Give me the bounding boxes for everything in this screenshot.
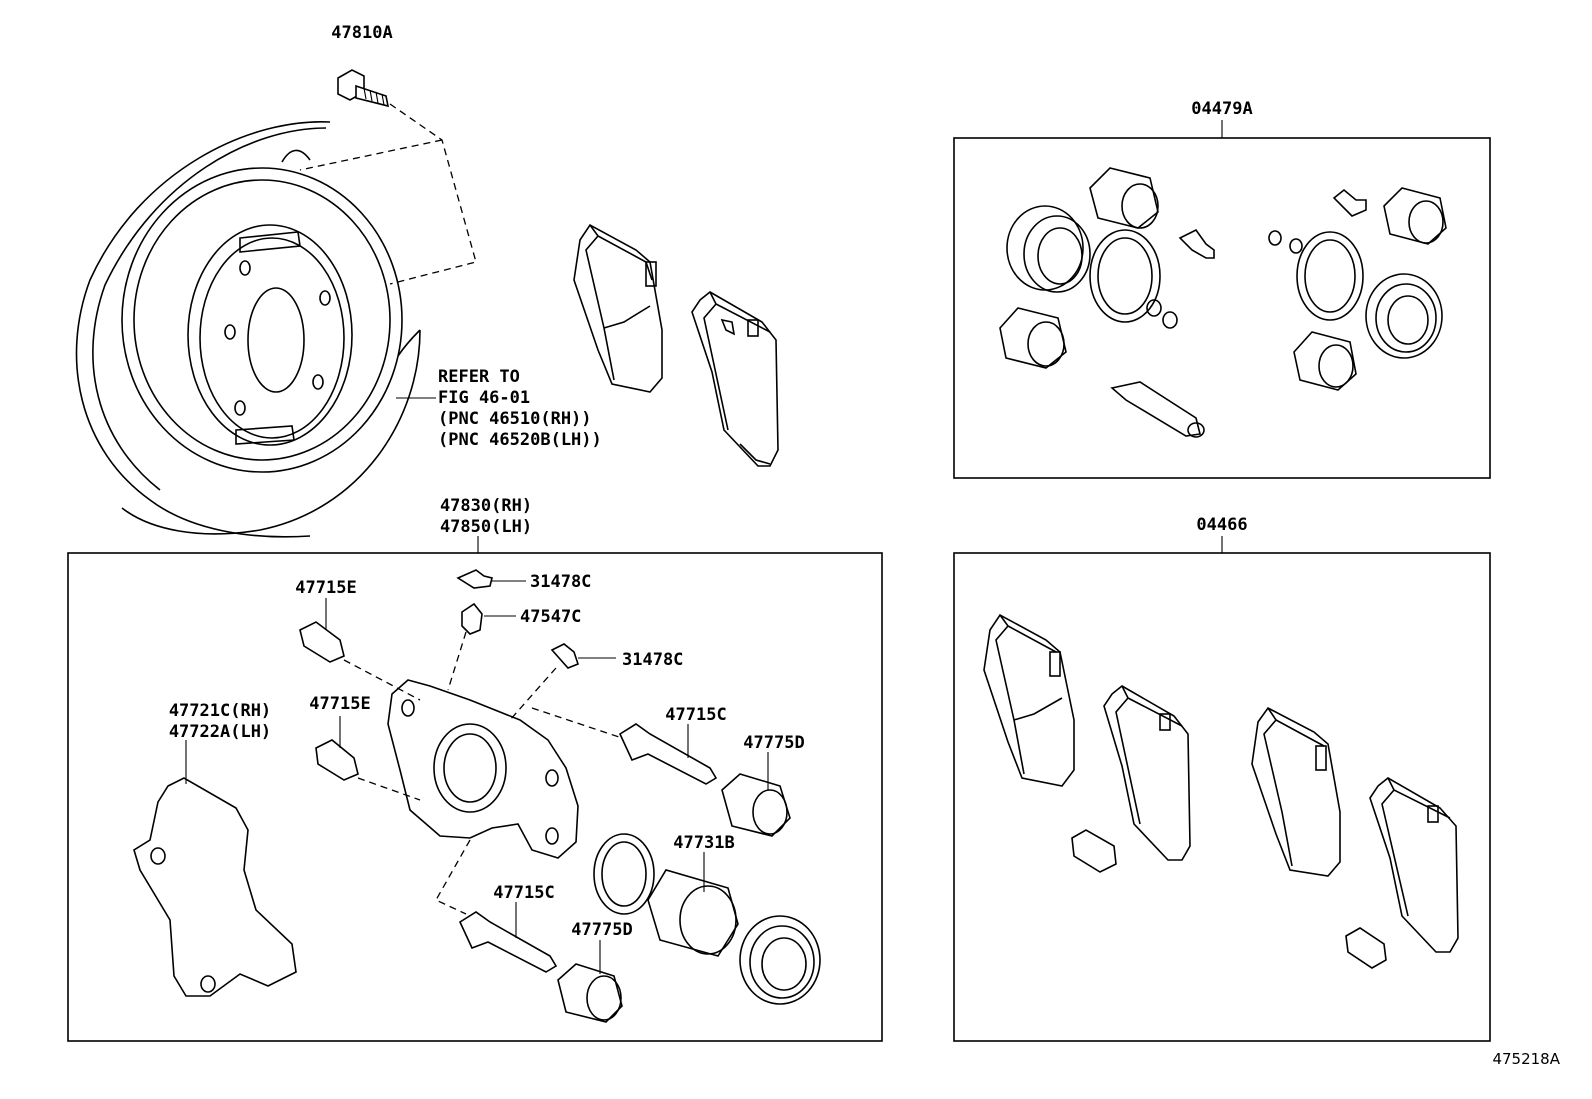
label-piston-47731b: 47731B: [673, 833, 734, 853]
label-refer-line4: (PNC 46520B(LH)): [438, 430, 602, 450]
label-pad-kit: 04466: [1196, 515, 1247, 535]
seal-kit-parts-drawing: [999, 167, 1447, 438]
label-cap-31478c-top: 31478C: [530, 572, 591, 592]
caliper-parts-drawing: [133, 569, 821, 1023]
label-bolt-47715e-mid: 47715E: [309, 694, 370, 714]
label-mount-rh: 47721C(RH): [169, 701, 271, 721]
label-pin-47715c-bottom: 47715C: [493, 883, 554, 903]
seal-kit-box: [953, 137, 1491, 479]
bolt-47810a-drawing: [337, 69, 390, 108]
label-caliper-rh: 47830(RH): [440, 496, 532, 516]
label-bolt-47715e-top: 47715E: [295, 578, 356, 598]
pad-kit-parts-drawing: [983, 613, 1459, 969]
label-pin-47715c-top: 47715C: [665, 705, 726, 725]
label-bleeder-47547c: 47547C: [520, 607, 581, 627]
label-seal-kit: 04479A: [1191, 99, 1252, 119]
label-refer-line2: FIG 46-01: [438, 388, 530, 408]
label-caliper-lh: 47850(LH): [440, 517, 532, 537]
label-boot-47775d-top: 47775D: [743, 733, 804, 753]
brake-disc-and-dust-shield: [75, 121, 421, 538]
caliper-assembly-box: [67, 552, 883, 1042]
label-mount-lh: 47722A(LH): [169, 722, 271, 742]
label-bolt-47810a: 47810A: [331, 23, 392, 43]
label-refer-line3: (PNC 46510(RH)): [438, 409, 592, 429]
caliper-leader-lines: [185, 580, 769, 974]
label-refer-line1: REFER TO: [438, 367, 520, 387]
caliper-dashed-leaders: [343, 631, 623, 915]
brake-pads-top-drawing: [573, 223, 779, 467]
label-cap-31478c-mid: 31478C: [622, 650, 683, 670]
label-boot-47775d-bottom: 47775D: [571, 920, 632, 940]
figure-id: 475218A: [1492, 1050, 1560, 1068]
